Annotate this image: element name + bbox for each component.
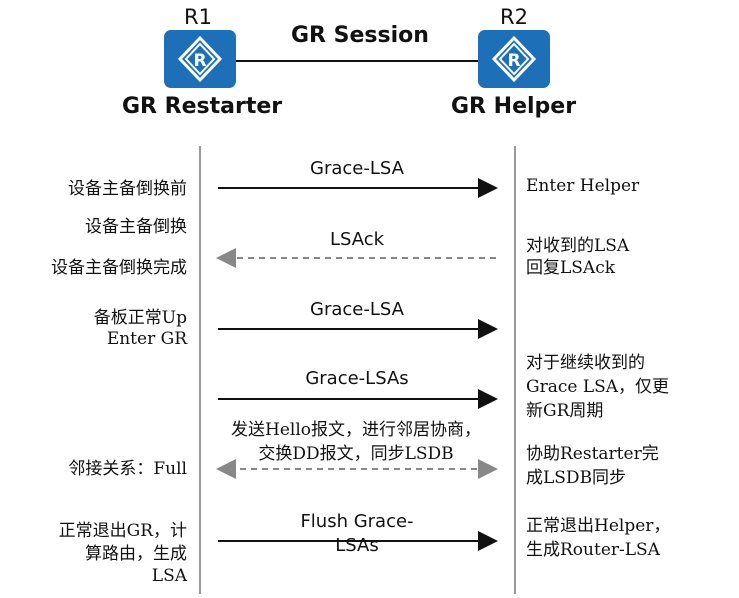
msg-label-grace-lsas: Grace-LSAs <box>305 368 409 389</box>
right-note-reply-ack-line2: 回复LSAck <box>526 258 616 278</box>
left-note-switchover-done: 设备主备倒换完成 <box>51 258 187 278</box>
r1-name: R1 <box>184 5 212 29</box>
r1-role-label: GR Restarter <box>122 94 283 119</box>
msg-label-grace-lsa-2: Grace-LSA <box>310 299 404 320</box>
router-icon: R <box>177 35 223 83</box>
r2-lifeline <box>514 146 516 594</box>
right-note-update-gr-line3: 新GR周期 <box>526 401 604 421</box>
r2-name: R2 <box>500 5 528 29</box>
right-note-exit-helper-line2: 生成Router-LSA <box>526 540 660 560</box>
r1-router-icon: R <box>164 30 236 88</box>
msg-label-flush-line1: Flush Grace- <box>300 511 414 532</box>
msg-label-hello-line1: 发送Hello报文，进行邻居协商， <box>231 420 481 440</box>
right-note-exit-helper-line1: 正常退出Helper， <box>526 516 671 536</box>
right-note-assist-sync-line2: 成LSDB同步 <box>526 468 627 488</box>
msg-label-grace-lsa-1: Grace-LSA <box>310 158 404 179</box>
right-note-assist-sync-line1: 协助Restarter完 <box>526 444 659 464</box>
session-link <box>236 60 478 62</box>
session-label: GR Session <box>291 23 429 48</box>
left-note-switchover: 设备主备倒换 <box>85 217 187 237</box>
right-note-update-gr-line1: 对于继续收到的 <box>526 353 645 373</box>
left-note-adjacency-full: 邻接关系：Full <box>68 459 187 479</box>
svg-text:R: R <box>193 51 206 71</box>
right-note-update-gr-line2: Grace LSA，仅更 <box>526 377 670 397</box>
left-note-enter-gr: Enter GR <box>106 329 187 349</box>
msg-label-lsack: LSAck <box>329 229 385 250</box>
svg-text:R: R <box>507 51 520 71</box>
left-note-exit-gr-line3: LSA <box>151 566 187 586</box>
r2-router-icon: R <box>478 30 550 88</box>
msg-label-hello-line2: 交换DD报文，同步LSDB <box>258 444 454 464</box>
left-note-before-switchover: 设备主备倒换前 <box>68 179 187 199</box>
right-note-reply-ack-line1: 对收到的LSA <box>526 236 630 256</box>
left-note-exit-gr-line1: 正常退出GR，计 <box>58 521 187 541</box>
r1-lifeline <box>199 146 201 594</box>
router-icon: R <box>491 35 537 83</box>
right-note-enter-helper: Enter Helper <box>526 176 640 196</box>
left-note-exit-gr-line2: 算路由，生成 <box>85 544 187 564</box>
msg-label-flush-line2: LSAs <box>335 535 379 556</box>
r2-role-label: GR Helper <box>451 94 577 119</box>
left-note-standby-up: 备板正常Up <box>93 308 187 328</box>
